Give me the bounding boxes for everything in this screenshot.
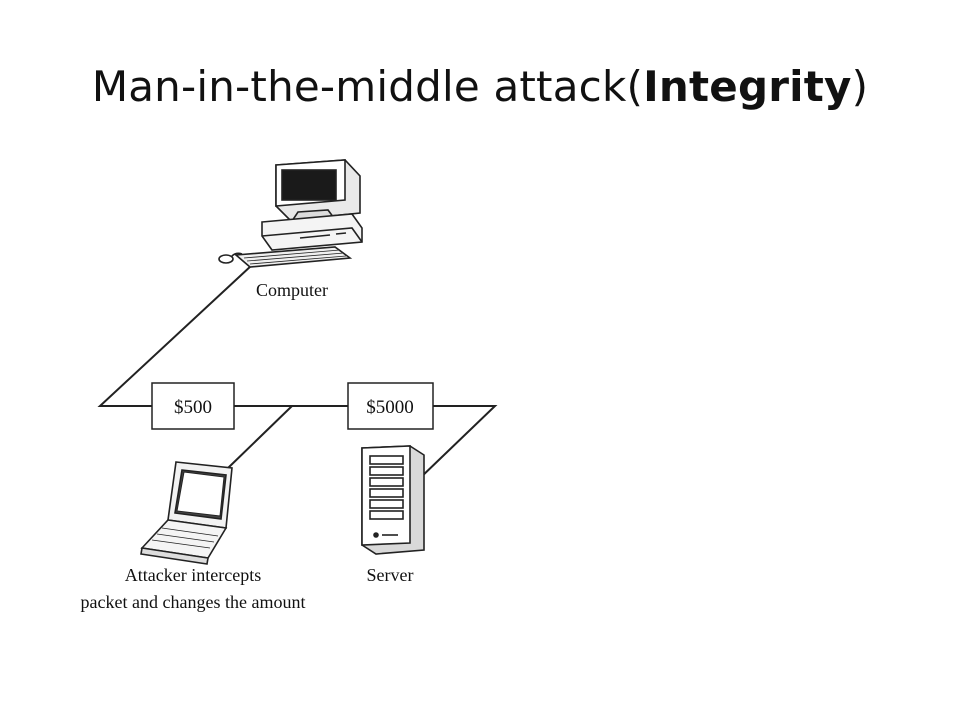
link-computer-to-packet	[97, 264, 253, 407]
server-icon	[361, 445, 425, 555]
title-bold: Integrity	[643, 62, 852, 111]
attacker-label-line2: packet and changes the amount	[81, 592, 306, 612]
desktop-computer-icon	[218, 159, 363, 268]
computer-label: Computer	[256, 280, 328, 300]
packet-modified-label: $5000	[366, 397, 414, 418]
network-links	[97, 264, 498, 481]
title-main: Man-in-the-middle attack(	[91, 62, 644, 111]
packet-original: $500	[151, 382, 235, 430]
packet-original-label: $500	[174, 397, 212, 418]
attacker-label-line1: Attacker intercepts	[125, 565, 261, 585]
server-label: Server	[367, 565, 414, 585]
packet-modified: $5000	[347, 382, 434, 430]
slide-title: Man-in-the-middle attack(Integrity)	[0, 62, 960, 111]
laptop-icon	[140, 461, 233, 565]
link-modified-to-server	[417, 405, 498, 481]
link-attacker-branch	[227, 405, 293, 469]
title-end: )	[851, 62, 869, 111]
